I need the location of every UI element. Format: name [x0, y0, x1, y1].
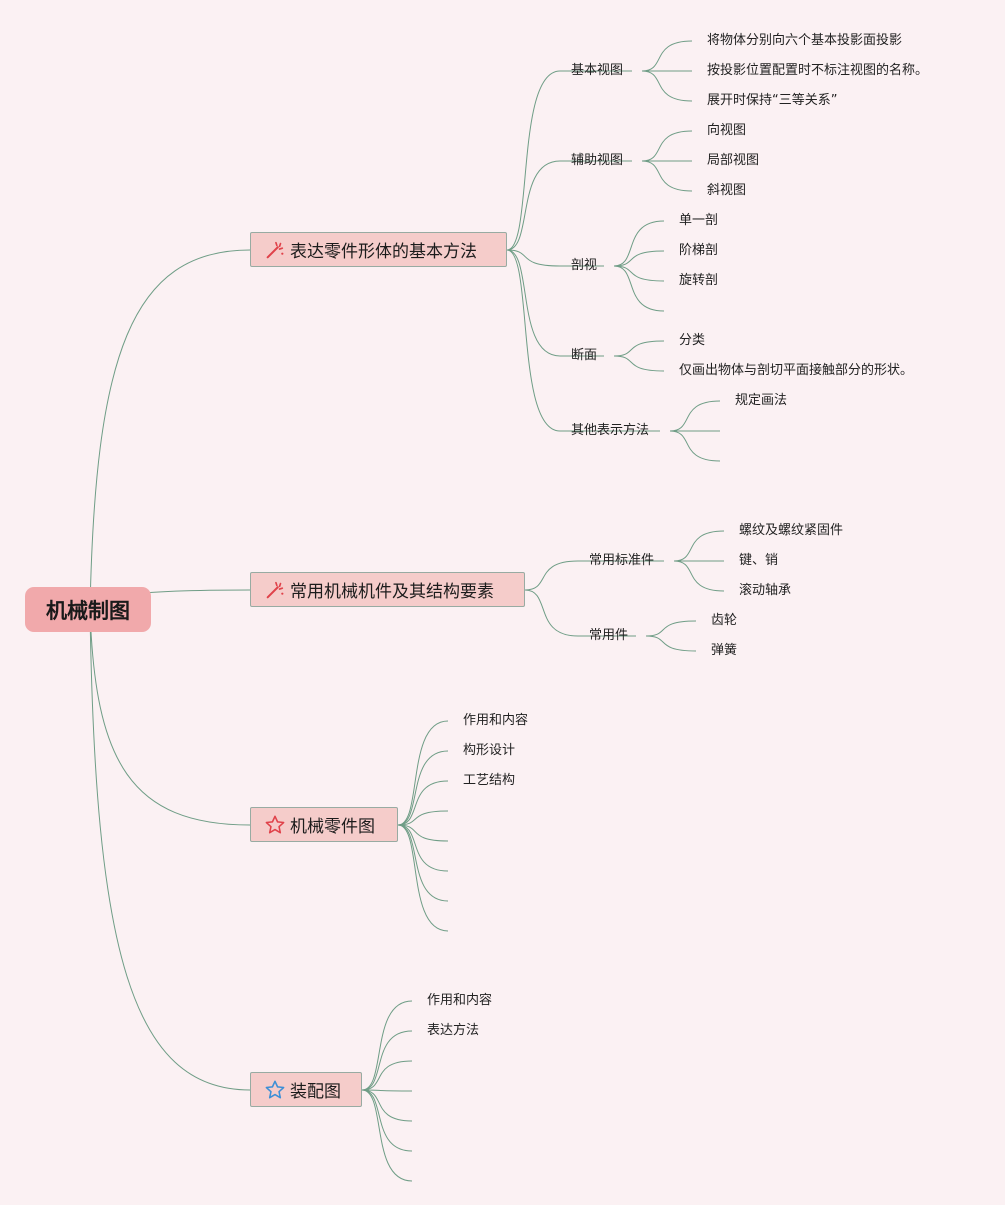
leaf-item[interactable]: 仅画出物体与剖切平面接触部分的形状。	[679, 363, 914, 378]
branch-label: 常用机械机件及其结构要素	[290, 582, 494, 602]
leaf-item[interactable]: 展开时保持“三等关系”	[707, 93, 838, 108]
leaf-connector	[613, 355, 665, 372]
leaf-connector	[613, 265, 665, 312]
leaf-connector	[361, 1089, 413, 1152]
leaf-connector	[613, 340, 665, 357]
leaf-connector	[361, 1030, 413, 1091]
branch-assembly-drawing[interactable]: 装配图	[250, 1072, 362, 1107]
branch-connector	[524, 589, 579, 637]
branch-connector	[506, 70, 561, 251]
leaf-item[interactable]: 滚动轴承	[739, 583, 792, 598]
leaf-connector	[397, 750, 449, 826]
sub-other-methods[interactable]: 其他表示方法	[571, 423, 650, 438]
magic-wand-icon	[266, 581, 284, 598]
leaf-item[interactable]: 齿轮	[711, 613, 738, 628]
leaf-item[interactable]: 构形设计	[463, 743, 516, 758]
leaf-connector	[361, 1000, 413, 1091]
branch-label: 装配图	[290, 1082, 341, 1102]
leaf-connector	[641, 160, 693, 192]
root-connector	[89, 609, 251, 826]
leaf-item[interactable]: 旋转剖	[679, 273, 719, 288]
leaf-connector	[397, 824, 449, 932]
leaf-connector	[361, 1089, 413, 1182]
leaf-connector	[613, 250, 665, 267]
star-outline-red-icon	[265, 815, 285, 833]
leaf-item[interactable]: 单一剖	[679, 213, 719, 228]
leaf-item[interactable]: 规定画法	[735, 393, 788, 408]
root-connector	[89, 609, 251, 1091]
branch-connector	[506, 249, 561, 267]
leaf-item[interactable]: 表达方法	[427, 1023, 480, 1038]
leaf-connector	[673, 560, 725, 592]
branch-connector	[506, 249, 561, 357]
leaf-connector	[397, 824, 449, 872]
root-connector	[89, 249, 251, 611]
branch-connector	[506, 249, 561, 432]
leaf-item[interactable]: 弹簧	[711, 643, 738, 658]
sub-basic-view[interactable]: 基本视图	[571, 63, 624, 78]
leaf-item[interactable]: 工艺结构	[463, 773, 516, 788]
leaf-connector	[397, 824, 449, 902]
leaf-connector	[673, 530, 725, 562]
leaf-connector	[641, 130, 693, 162]
sub-section-view[interactable]: 剖视	[571, 258, 598, 273]
leaf-item[interactable]: 斜视图	[707, 183, 747, 198]
star-outline-blue-icon	[265, 1080, 285, 1098]
leaf-connector	[645, 635, 697, 652]
leaf-connector	[361, 1089, 413, 1122]
leaf-item[interactable]: 作用和内容	[463, 713, 529, 728]
leaf-item[interactable]: 阶梯剖	[679, 243, 719, 258]
magic-wand-icon	[266, 241, 284, 258]
branch-label: 表达零件形体的基本方法	[290, 242, 477, 262]
leaf-connector	[645, 620, 697, 637]
leaf-connector	[397, 720, 449, 826]
leaf-connector	[669, 430, 721, 462]
leaf-item[interactable]: 向视图	[707, 123, 747, 138]
branch-expression-methods[interactable]: 表达零件形体的基本方法	[250, 232, 507, 267]
leaf-item[interactable]: 螺纹及螺纹紧固件	[739, 523, 844, 538]
leaf-connector	[361, 1060, 413, 1091]
branch-connector	[506, 160, 561, 251]
leaf-item[interactable]: 将物体分别向六个基本投影面投影	[707, 33, 903, 48]
leaf-item[interactable]: 按投影位置配置时不标注视图的名称。	[707, 63, 929, 78]
leaf-connector	[361, 1089, 413, 1092]
root-topic[interactable]: 机械制图	[25, 587, 151, 632]
branch-part-drawing[interactable]: 机械零件图	[250, 807, 398, 842]
branch-label: 机械零件图	[290, 817, 375, 837]
leaf-connector	[669, 400, 721, 432]
leaf-item[interactable]: 局部视图	[707, 153, 760, 168]
sub-standard-parts[interactable]: 常用标准件	[589, 553, 655, 568]
leaf-connector	[397, 810, 449, 826]
leaf-connector	[641, 70, 693, 102]
branch-connector	[524, 560, 579, 591]
sub-auxiliary-view[interactable]: 辅助视图	[571, 153, 624, 168]
leaf-item[interactable]: 作用和内容	[427, 993, 493, 1008]
sub-cross-section[interactable]: 断面	[571, 348, 598, 363]
leaf-connector	[613, 265, 665, 282]
leaf-connector	[397, 780, 449, 826]
leaf-connector	[613, 220, 665, 267]
leaf-item[interactable]: 键、销	[739, 553, 779, 568]
branch-common-parts[interactable]: 常用机械机件及其结构要素	[250, 572, 525, 607]
leaf-item[interactable]: 分类	[679, 333, 706, 348]
leaf-connector	[641, 40, 693, 72]
leaf-connector	[397, 824, 449, 842]
sub-common-parts[interactable]: 常用件	[589, 628, 629, 643]
